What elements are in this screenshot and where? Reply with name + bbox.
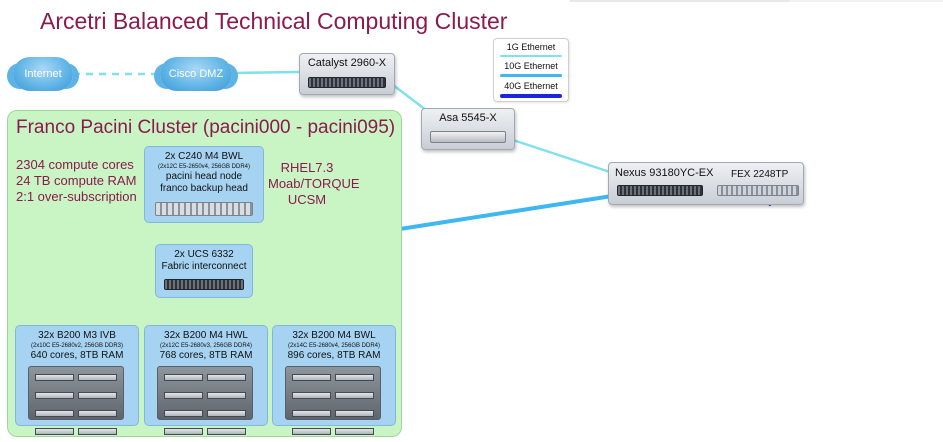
asa-firewall: Asa 5545-X xyxy=(421,108,515,150)
legend-1g-label: 1G Ethernet xyxy=(506,42,556,52)
legend-40g-line xyxy=(500,94,562,98)
blade-capacity: 896 cores, 8TB RAM xyxy=(287,350,381,361)
legend-10g-label: 10G Ethernet xyxy=(504,61,558,71)
catalyst-label: Catalyst 2960-X xyxy=(307,57,387,69)
top-separator xyxy=(570,0,790,2)
head-node-spec: (2x12C E5-2650v4, 256GB DDR4) xyxy=(157,164,251,170)
head-node-server xyxy=(155,202,253,216)
top-separator-right xyxy=(790,0,943,2)
fabric-model: 2x UCS 6332 xyxy=(174,249,234,260)
nexus-ports xyxy=(617,185,703,196)
catalyst-switch: Catalyst 2960-X xyxy=(299,53,395,95)
cluster-title: Franco Pacini Cluster (pacini000 - pacin… xyxy=(16,117,396,138)
asa-chassis xyxy=(430,131,506,143)
stat-ram: 24 TB compute RAM xyxy=(16,173,137,188)
blade-model: 32x B200 M4 HWL xyxy=(164,330,248,341)
head-node-backup: franco backup head xyxy=(160,183,248,194)
nexus-fex-group: Nexus 93180YC-EX FEX 2248TP xyxy=(608,162,804,205)
stat-cores: 2304 compute cores xyxy=(16,157,134,172)
blade-spec: (2x14C E5-2680v4, 256GB DDR4) xyxy=(287,343,381,349)
blade-box-m4-hwl: 32x B200 M4 HWL (2x12C E5-2680v3, 256GB … xyxy=(144,325,268,435)
diagram-title: Arcetri Balanced Technical Computing Clu… xyxy=(40,8,508,34)
link-asa-nexus xyxy=(509,137,611,174)
blade-capacity: 640 cores, 8TB RAM xyxy=(30,350,124,361)
head-node-role: pacini head node xyxy=(165,171,243,182)
legend-1g-line xyxy=(500,55,562,57)
blade-model: 32x B200 M4 BWL xyxy=(292,330,376,341)
head-node-box: 2x C240 M4 BWL (2x12C E5-2650v4, 256GB D… xyxy=(144,146,264,223)
blade-chassis xyxy=(157,366,253,435)
blade-chassis xyxy=(285,366,381,435)
link-cluster-nexus xyxy=(399,194,613,231)
cisco-dmz-cloud: Cisco DMZ xyxy=(160,57,232,91)
internet-cloud: Internet xyxy=(13,57,73,91)
link-legend: 1G Ethernet 10G Ethernet 40G Ethernet xyxy=(493,38,569,102)
catalyst-ports xyxy=(308,77,386,88)
blade-chassis xyxy=(28,366,124,435)
cluster-stats: 2304 compute cores 24 TB compute RAM 2:1… xyxy=(16,157,137,205)
fabric-switch xyxy=(164,279,244,290)
head-node-model: 2x C240 M4 BWL xyxy=(164,151,244,162)
blade-spec: (2x12C E5-2680v3, 256GB DDR4) xyxy=(159,343,253,349)
asa-label: Asa 5545-X xyxy=(439,112,497,124)
fabric-interconnect-box: 2x UCS 6332 Fabric interconnect xyxy=(155,244,253,298)
blade-model: 32x B200 M3 IVB xyxy=(38,330,116,341)
blade-spec: (2x10C E5-2680v2, 256GB DDR3) xyxy=(30,343,124,349)
legend-10g-line xyxy=(500,74,562,77)
nexus-label: Nexus 93180YC-EX xyxy=(615,167,714,179)
software-os: RHEL7.3 xyxy=(280,160,334,175)
fabric-role: Fabric interconnect xyxy=(161,261,247,272)
fex-label: FEX 2248TP xyxy=(731,169,789,180)
stat-oversubscription: 2:1 over-subscription xyxy=(16,189,137,204)
software-manager: UCSM xyxy=(287,192,327,207)
cluster-software: RHEL7.3 Moab/TORQUE UCSM xyxy=(268,160,360,208)
link-dmz-catalyst xyxy=(231,70,300,75)
legend-40g-label: 40G Ethernet xyxy=(504,81,558,91)
software-scheduler: Moab/TORQUE xyxy=(268,176,360,191)
blade-box-m3-ivb: 32x B200 M3 IVB (2x10C E5-2680v2, 256GB … xyxy=(15,325,139,435)
cisco-dmz-label: Cisco DMZ xyxy=(168,68,224,80)
internet-label: Internet xyxy=(24,68,62,80)
blade-capacity: 768 cores, 8TB RAM xyxy=(159,350,253,361)
blade-box-m4-bwl: 32x B200 M4 BWL (2x14C E5-2680v4, 256GB … xyxy=(272,325,396,435)
fex-ports xyxy=(717,185,799,196)
